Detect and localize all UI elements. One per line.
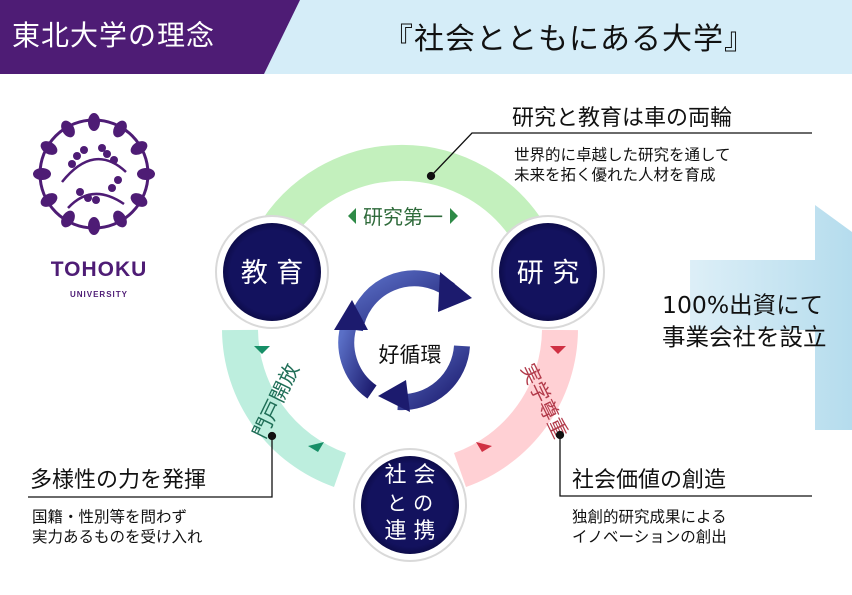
- logo-wordmark: TOHOKU: [50, 258, 148, 281]
- cycle-arrows-icon: [334, 270, 472, 412]
- ring-segments: [222, 144, 578, 487]
- node-research-label: 研 究: [517, 258, 580, 289]
- note-top-title: 研究と教育は車の両輪: [512, 106, 733, 131]
- connector-top: [426, 132, 812, 181]
- note-right-line-1: 独創的研究成果による: [572, 508, 727, 526]
- arc-label-top: 研究第一: [363, 205, 443, 229]
- header-subtitle: 『社会とともにある大学』: [383, 22, 755, 57]
- node-education: [215, 215, 329, 329]
- node-society-label-3: 連 携: [385, 519, 436, 544]
- header-title-tab: [0, 0, 300, 74]
- note-right-line-2: イノベーションの創出: [572, 528, 727, 546]
- note-left-line-2: 実力あるものを受け入れ: [32, 528, 203, 546]
- note-left-title: 多様性の力を発揮: [30, 468, 207, 493]
- side-text-line-2: 事業会社を設立: [662, 323, 827, 351]
- node-society-label-2: と の: [387, 491, 433, 515]
- center-label: 好循環: [379, 343, 442, 367]
- node-research: [491, 215, 605, 329]
- logo-subtitle: UNIVERSITY: [69, 290, 128, 299]
- node-society-label-1: 社 会: [385, 463, 436, 488]
- right-arrow: [690, 205, 852, 430]
- node-education-label: 教 育: [241, 258, 304, 289]
- header-title: 東北大学の理念: [12, 19, 216, 52]
- connector-right: [555, 430, 812, 497]
- tohoku-university-logo-icon: [33, 113, 155, 235]
- node-society: [353, 448, 467, 562]
- side-text-line-1: 100%出資にて: [662, 291, 824, 319]
- note-right-title: 社会価値の創造: [572, 468, 727, 493]
- header-bar: 東北大学の理念 『社会とともにある大学』: [0, 0, 852, 74]
- note-top-line-1: 世界的に卓越した研究を通して: [514, 146, 731, 164]
- connector-left: [28, 431, 277, 498]
- note-top-line-2: 未来を拓く優れた人材を育成: [514, 166, 716, 184]
- note-left-line-1: 国籍・性別等を問わず: [32, 508, 188, 526]
